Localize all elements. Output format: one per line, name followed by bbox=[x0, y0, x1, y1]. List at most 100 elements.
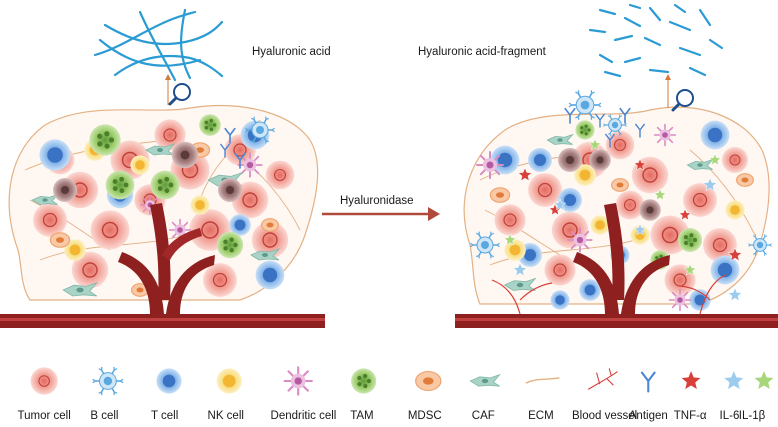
caf-icon bbox=[469, 373, 501, 387]
right-il1b-cell bbox=[708, 153, 722, 166]
left-nk-cell bbox=[130, 155, 150, 175]
il-1beta-icon bbox=[753, 369, 775, 391]
left-tam-cell bbox=[150, 170, 180, 200]
nk-cell-icon bbox=[216, 368, 242, 394]
right-mdsc-cell bbox=[610, 178, 629, 192]
legend-label-t-cell: T cell bbox=[150, 410, 179, 422]
left-caf-cell bbox=[145, 143, 176, 156]
left-tcell-cell bbox=[39, 139, 71, 171]
il-6-icon bbox=[723, 369, 745, 391]
left-tcell-cell bbox=[255, 260, 285, 290]
right-dark-cell bbox=[558, 148, 582, 172]
left-tam-cell bbox=[89, 124, 121, 156]
right-tcell-cell bbox=[528, 148, 552, 172]
right-dendritic-cell bbox=[653, 123, 677, 147]
left-tumor-cell bbox=[33, 203, 67, 237]
tumor-cell-icon bbox=[30, 367, 58, 395]
legend-label-b-cell: B cell bbox=[90, 410, 119, 422]
right-tumor-cell bbox=[703, 228, 737, 262]
legend-label-tam: TAM bbox=[350, 410, 374, 422]
left-tumor-cell bbox=[154, 119, 186, 151]
right-title: Hyaluronic acid-fragment bbox=[418, 46, 546, 58]
right-caf-cell bbox=[686, 158, 714, 170]
left-tam-cell bbox=[216, 231, 244, 259]
right-tcell-cell bbox=[710, 255, 740, 285]
left-tumor-cell bbox=[265, 160, 295, 190]
legend-icons bbox=[30, 366, 775, 396]
right-tumor-cell bbox=[722, 147, 748, 173]
right-dark-cell bbox=[639, 199, 661, 221]
right-il6-cell bbox=[512, 262, 528, 277]
left-tumor-cell bbox=[71, 251, 109, 289]
legend-label-ecm: ECM bbox=[528, 410, 554, 422]
left-dark-cell bbox=[53, 178, 77, 202]
right-tcell-cell bbox=[689, 289, 711, 311]
right-tnf-cell bbox=[633, 158, 647, 171]
ecm-icon bbox=[525, 377, 560, 384]
hyaluronic-acid-fragments bbox=[588, 3, 724, 78]
right-il1b-cell bbox=[683, 263, 697, 276]
right-antigen-cell bbox=[605, 133, 615, 148]
right-il1b-cell bbox=[588, 138, 602, 151]
dendritic-cell-icon bbox=[283, 366, 313, 396]
right-dendritic-cell bbox=[668, 288, 692, 312]
right-il1b-cell bbox=[503, 233, 517, 246]
right-tumor-cell bbox=[544, 254, 576, 286]
right-tumor-cell bbox=[494, 204, 526, 236]
left-dendritic-cell bbox=[168, 218, 192, 242]
magnifier-icon-right bbox=[665, 74, 694, 112]
right-dendritic-cell bbox=[567, 227, 593, 253]
left-tam-cell bbox=[199, 114, 221, 136]
right-tumor-cell bbox=[605, 130, 635, 160]
legend-label-nk-cell: NK cell bbox=[207, 410, 244, 422]
right-nk-cell bbox=[504, 239, 526, 261]
left-tumor-cell bbox=[203, 263, 237, 297]
right-tam-cell bbox=[678, 228, 702, 252]
left-antigen-cell bbox=[220, 143, 230, 158]
left-caf-cell bbox=[62, 281, 99, 297]
right-tumor-cell bbox=[631, 156, 669, 194]
right-il1b-cell bbox=[653, 188, 667, 201]
right-mdsc-cell bbox=[489, 187, 511, 203]
t-cell-icon bbox=[156, 368, 182, 394]
legend-label-tnf-alpha: TNF-α bbox=[673, 410, 707, 422]
left-mdsc-cell bbox=[261, 218, 280, 232]
right-blood-vessel bbox=[455, 203, 778, 328]
legend-label-il-6: IL-6 bbox=[719, 410, 740, 422]
legend-label-mdsc: MDSC bbox=[407, 410, 442, 422]
right-antigen-cell bbox=[635, 123, 645, 138]
right-il6-cell bbox=[727, 287, 743, 302]
right-tnf-cell bbox=[517, 167, 533, 182]
cells-layer bbox=[31, 90, 772, 312]
legend-label-caf: CAF bbox=[471, 410, 495, 422]
hyaluronic-acid-strands bbox=[93, 8, 224, 82]
tnf-alpha-icon bbox=[680, 369, 702, 391]
right-tnf-cell bbox=[678, 208, 692, 221]
b-cell-icon bbox=[92, 366, 124, 396]
left-blood-vessel bbox=[0, 203, 325, 328]
antigen-icon bbox=[640, 371, 656, 393]
right-tcell-cell bbox=[558, 188, 582, 212]
hyaluronidase-arrow bbox=[322, 207, 440, 221]
right-tcell-cell bbox=[579, 279, 601, 301]
right-tam-cell bbox=[575, 120, 595, 140]
magnifier-icon-left bbox=[165, 74, 191, 106]
right-bcell-cell bbox=[470, 231, 500, 259]
right-dark-cell bbox=[589, 149, 611, 171]
left-nk-cell bbox=[64, 239, 86, 261]
right-il6-cell bbox=[702, 177, 718, 192]
right-antigen-cell bbox=[564, 107, 576, 124]
arrow-label: Hyaluronidase bbox=[340, 195, 414, 207]
right-mdsc-cell bbox=[735, 173, 754, 187]
left-mdsc-cell bbox=[49, 232, 71, 248]
legend-label-antigen: Antigen bbox=[628, 410, 668, 422]
right-nk-cell bbox=[725, 200, 745, 220]
right-bcell-cell bbox=[568, 90, 602, 120]
left-caf-cell bbox=[31, 193, 59, 205]
legend-label-il-1beta: IL-1β bbox=[738, 410, 766, 422]
left-antigen-cell bbox=[224, 127, 236, 144]
right-tumor-cell bbox=[528, 173, 562, 207]
left-antigen-cell bbox=[234, 152, 246, 169]
right-nk-cell bbox=[590, 215, 610, 235]
